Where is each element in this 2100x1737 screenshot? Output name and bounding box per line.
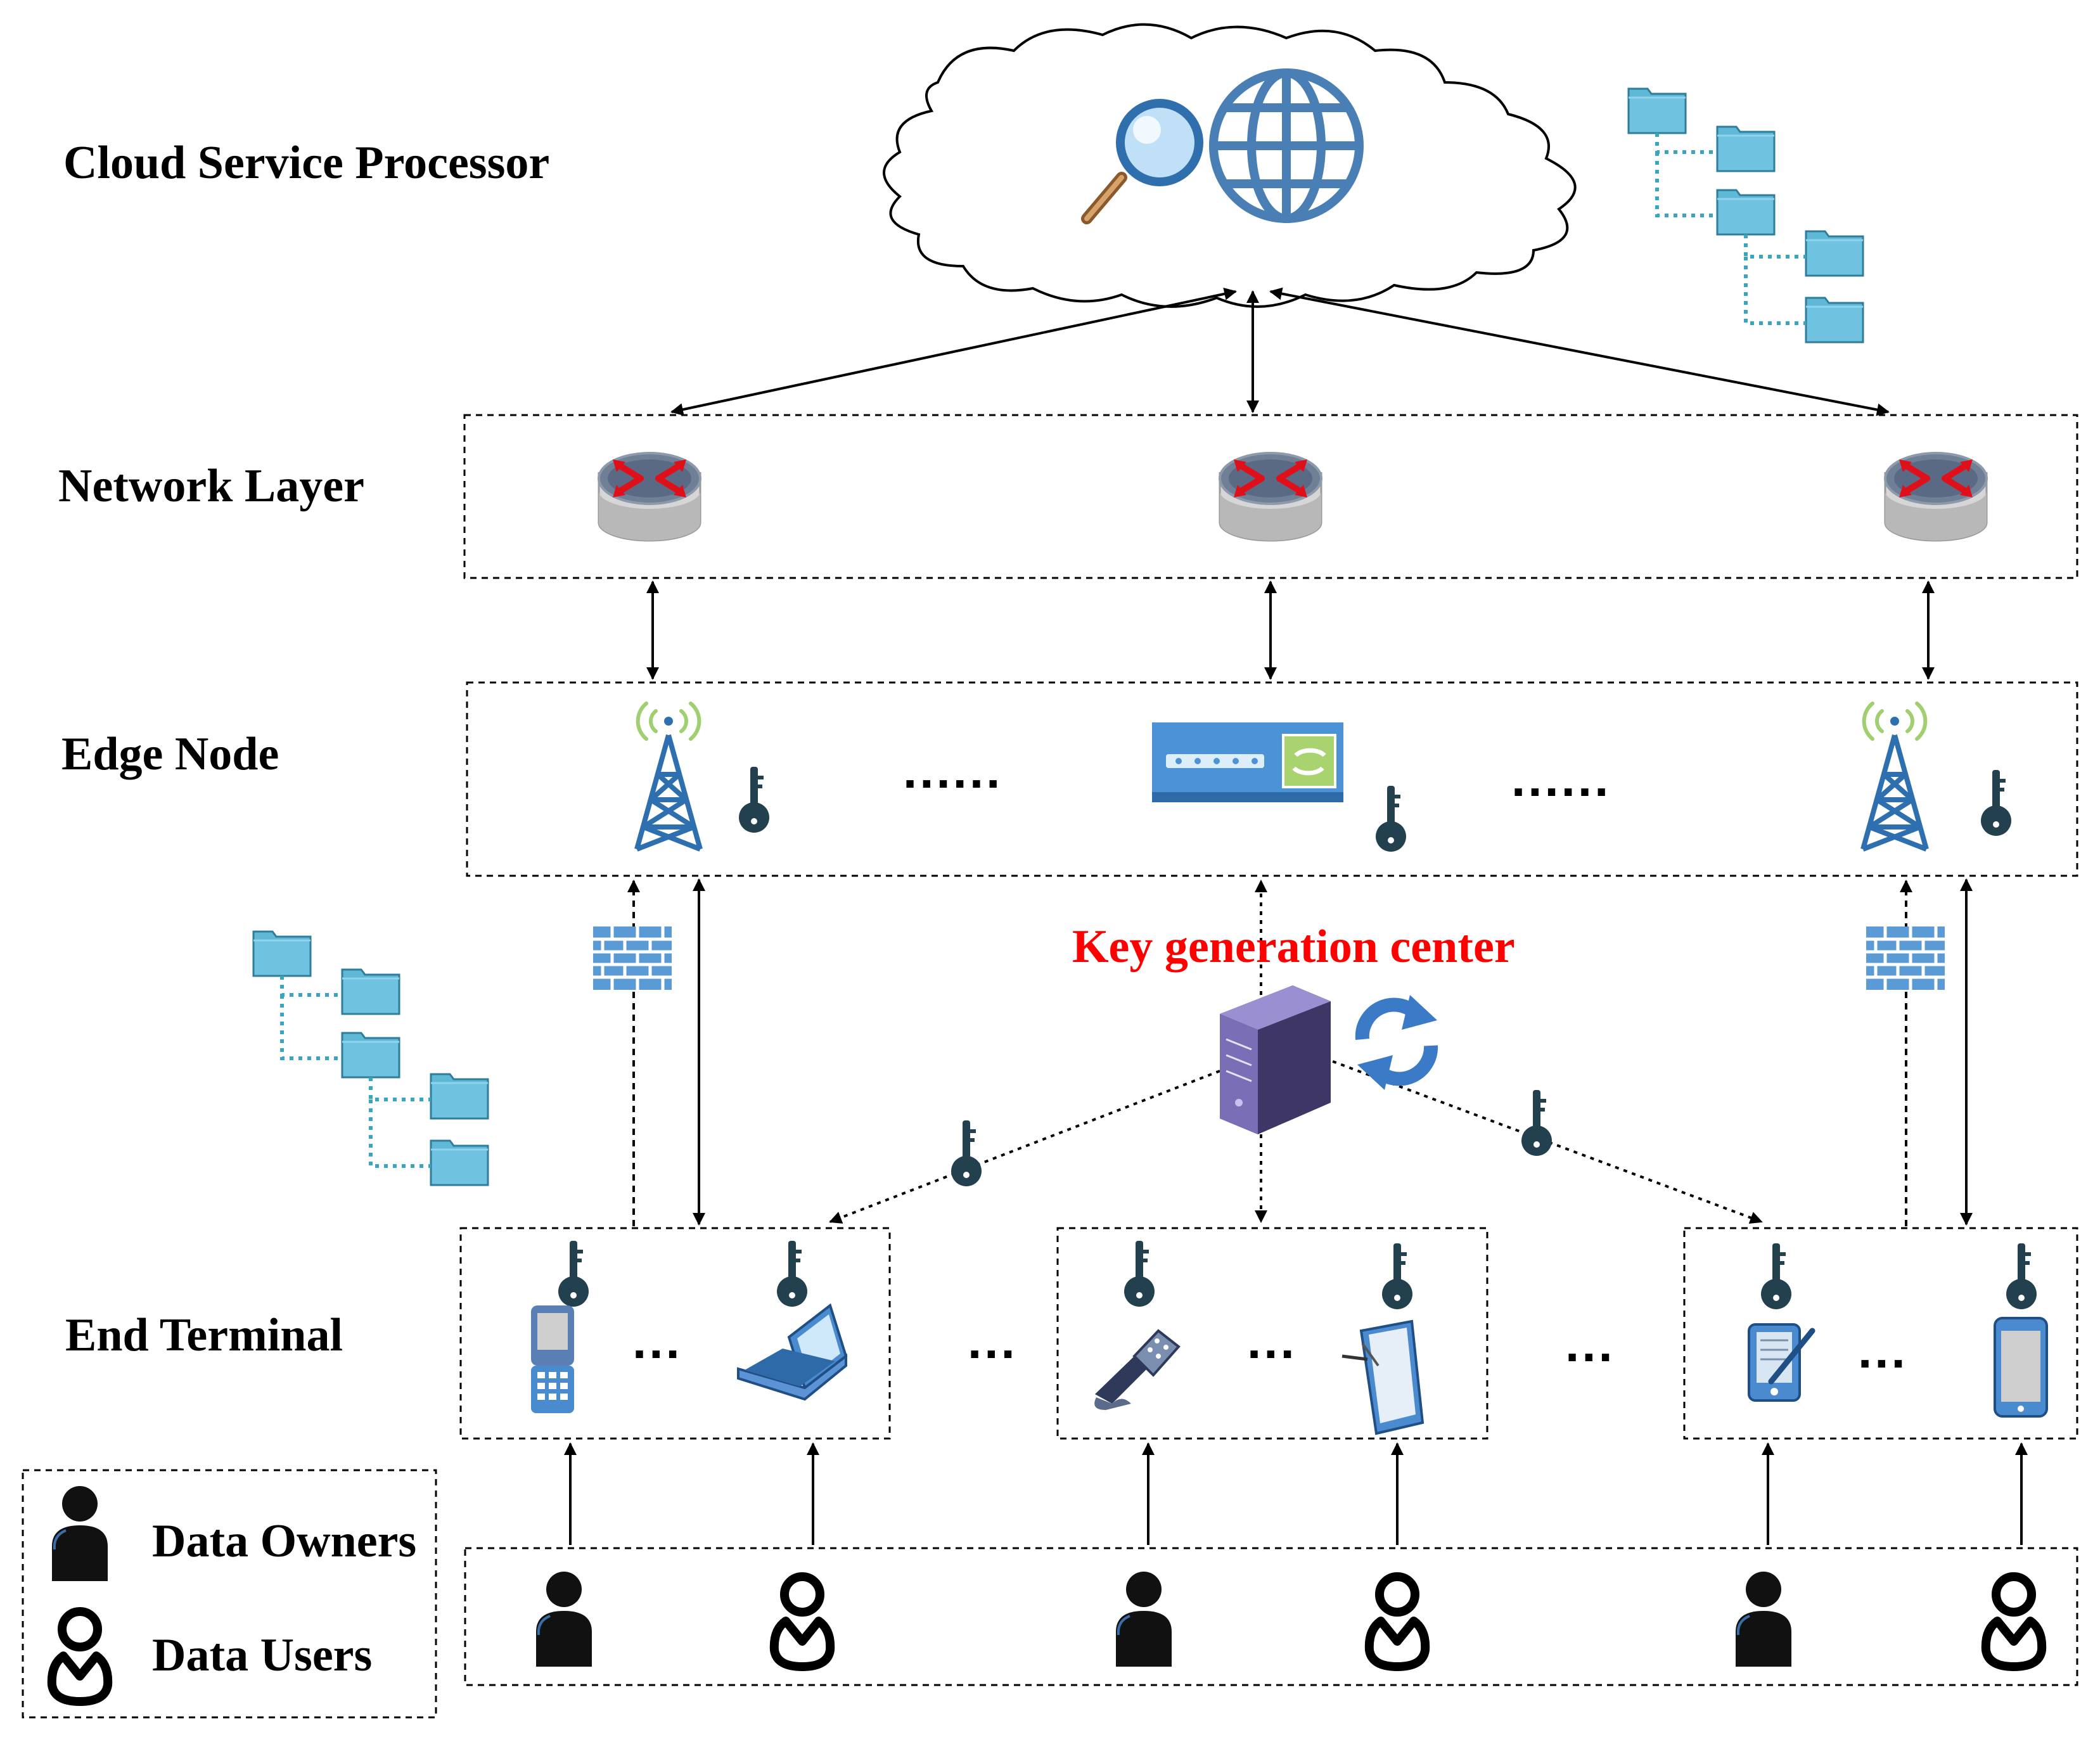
flip-phone-icon	[1094, 1329, 1181, 1410]
laptop-icon	[737, 1303, 848, 1401]
terminal-ellipsis: ...	[632, 1312, 682, 1369]
network-edge-links	[646, 580, 1935, 680]
users-box	[464, 1547, 2078, 1686]
key-icon	[1981, 770, 2011, 836]
group-ellipsis: ...	[968, 1312, 1018, 1369]
key-icon	[1376, 786, 1406, 852]
data-owner-icon	[535, 1570, 593, 1668]
router-icon	[1885, 453, 1987, 541]
legend-owners-label: Data Owners	[152, 1515, 417, 1567]
terminal-ellipsis: ...	[1247, 1312, 1297, 1369]
key-icon	[1521, 1090, 1552, 1156]
key-icon	[739, 767, 769, 833]
network-layer-box	[463, 414, 2078, 579]
switch-icon	[1152, 722, 1343, 802]
folder-tree-icon	[253, 932, 488, 1185]
key-icon	[1761, 1243, 1791, 1309]
data-owner-icon	[1734, 1570, 1793, 1668]
data-user-icon	[774, 1577, 830, 1667]
tower-icon	[637, 703, 700, 849]
globe-icon	[1209, 68, 1364, 223]
key-icon	[558, 1241, 589, 1307]
firewall-icon	[1866, 926, 1945, 990]
cloud-links	[670, 287, 1890, 416]
pda-icon	[1748, 1323, 1815, 1402]
data-owner-icon	[1115, 1570, 1173, 1668]
cloud-layer-label: Cloud Service Processor	[63, 137, 550, 189]
tower-icon	[1863, 703, 1926, 849]
edge-ellipsis: ......	[1511, 750, 1611, 807]
legend-users-label: Data Users	[152, 1629, 373, 1681]
network-layer-label: Network Layer	[58, 460, 364, 512]
smartphone-icon	[1994, 1317, 2048, 1418]
folder-tree-icon	[1629, 89, 1863, 342]
server-icon	[1220, 985, 1331, 1134]
key-icon	[1382, 1243, 1412, 1309]
legend-box	[22, 1469, 437, 1719]
terminal-group-2	[1056, 1227, 1489, 1440]
phone-icon	[531, 1305, 574, 1413]
kgc-title: Key generation center	[1072, 921, 1515, 973]
user-terminal-links	[564, 1442, 2028, 1545]
data-user-icon	[1986, 1577, 2042, 1667]
firewall-icon	[593, 926, 672, 990]
data-user-icon	[52, 1612, 108, 1702]
key-icon	[2006, 1243, 2037, 1309]
data-user-icon	[1369, 1577, 1425, 1667]
tablet-icon	[1341, 1319, 1425, 1435]
edge-ellipsis: ......	[903, 742, 1003, 798]
key-icon	[951, 1120, 982, 1186]
data-owner-icon	[51, 1485, 109, 1582]
terminal-ellipsis: ...	[1858, 1322, 1908, 1378]
terminal-layer-label: End Terminal	[65, 1309, 343, 1361]
router-icon	[1220, 453, 1321, 541]
group-ellipsis: ...	[1565, 1316, 1615, 1372]
router-icon	[599, 453, 700, 541]
cloud-icon	[883, 23, 1577, 308]
sync-icon	[1355, 995, 1438, 1090]
key-icon	[1124, 1241, 1155, 1307]
terminal-group-3	[1683, 1227, 2078, 1440]
edge-layer-label: Edge Node	[61, 728, 279, 780]
key-icon	[777, 1241, 807, 1307]
magnifier-icon	[1081, 99, 1203, 224]
